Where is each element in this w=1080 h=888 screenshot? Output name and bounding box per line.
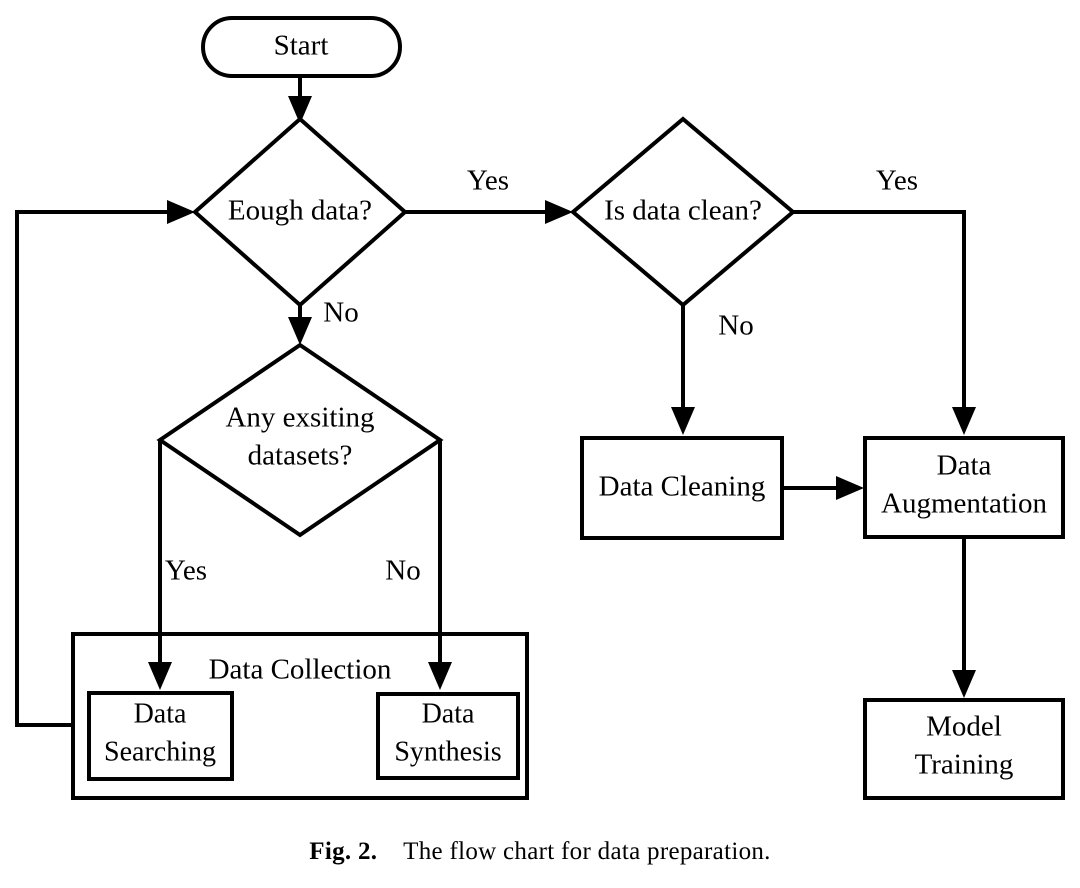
edge-data-cleaning-to-data-augmentation <box>782 476 864 500</box>
data-synthesis-label-line2: Synthesis <box>394 736 501 767</box>
data-searching-label-line2: Searching <box>104 736 216 767</box>
edge-datasets-no-to-data-synthesis <box>428 440 452 690</box>
flowchart-canvas: Is data clean? --> Any exsiting datasets… <box>15 16 1065 800</box>
data-collection-group-label: Data Collection <box>209 654 392 686</box>
node-enough-data-decision[interactable]: Eough data? <box>191 116 409 308</box>
model-training-label-line2: Training <box>915 749 1014 781</box>
start-label: Start <box>274 30 329 62</box>
edge-label-datasets-yes: Yes <box>165 555 207 587</box>
node-start[interactable]: Start <box>201 16 402 78</box>
node-data-collection-group[interactable]: Data Collection <box>71 632 529 800</box>
edge-enough-data-yes-to-is-data-clean <box>405 200 573 224</box>
node-model-training[interactable]: Model Training <box>863 698 1065 800</box>
node-is-data-clean-decision[interactable]: Is data clean? <box>569 116 797 308</box>
edge-enough-data-no-to-any-existing-datasets <box>288 305 312 345</box>
node-data-synthesis[interactable]: Data Synthesis <box>376 692 520 780</box>
node-any-existing-datasets-decision[interactable]: Any exsiting datasets? <box>156 342 444 538</box>
figure-caption-label: Fig. 2. <box>309 838 378 865</box>
figure-caption: Fig. 2. The flow chart for data preparat… <box>0 838 1080 866</box>
edge-label-is-data-clean-no: No <box>718 310 753 342</box>
node-data-augmentation[interactable]: Data Augmentation <box>863 436 1065 539</box>
node-data-searching[interactable]: Data Searching <box>87 691 234 781</box>
any-existing-datasets-label-line2: datasets? <box>248 440 353 472</box>
data-cleaning-label: Data Cleaning <box>599 471 766 503</box>
edge-is-data-clean-no-to-data-cleaning <box>671 305 695 435</box>
any-existing-datasets-label-line1: Any exsiting <box>225 402 374 434</box>
figure-caption-text: The flow chart for data preparation. <box>403 838 771 865</box>
edge-data-collection-feedback-to-enough-data <box>15 200 195 727</box>
edge-is-data-clean-yes-to-data-augmentation <box>793 210 976 435</box>
edge-data-augmentation-to-model-training <box>952 537 976 698</box>
data-synthesis-label-line1: Data <box>422 698 475 729</box>
model-training-label-line1: Model <box>926 711 1002 743</box>
data-searching-label-line1: Data <box>134 698 187 729</box>
is-data-clean-label: Is data clean? <box>604 195 762 227</box>
edge-label-is-data-clean-yes: Yes <box>876 165 918 197</box>
edge-label-enough-data-yes: Yes <box>467 165 509 197</box>
enough-data-label: Eough data? <box>228 195 372 227</box>
data-augmentation-label-line2: Augmentation <box>881 488 1047 520</box>
edge-label-enough-data-no: No <box>323 297 358 329</box>
data-augmentation-label-line1: Data <box>937 450 992 482</box>
edge-start-to-enough-data <box>288 76 312 124</box>
edge-label-datasets-no: No <box>385 555 420 587</box>
node-data-cleaning[interactable]: Data Cleaning <box>580 436 784 540</box>
